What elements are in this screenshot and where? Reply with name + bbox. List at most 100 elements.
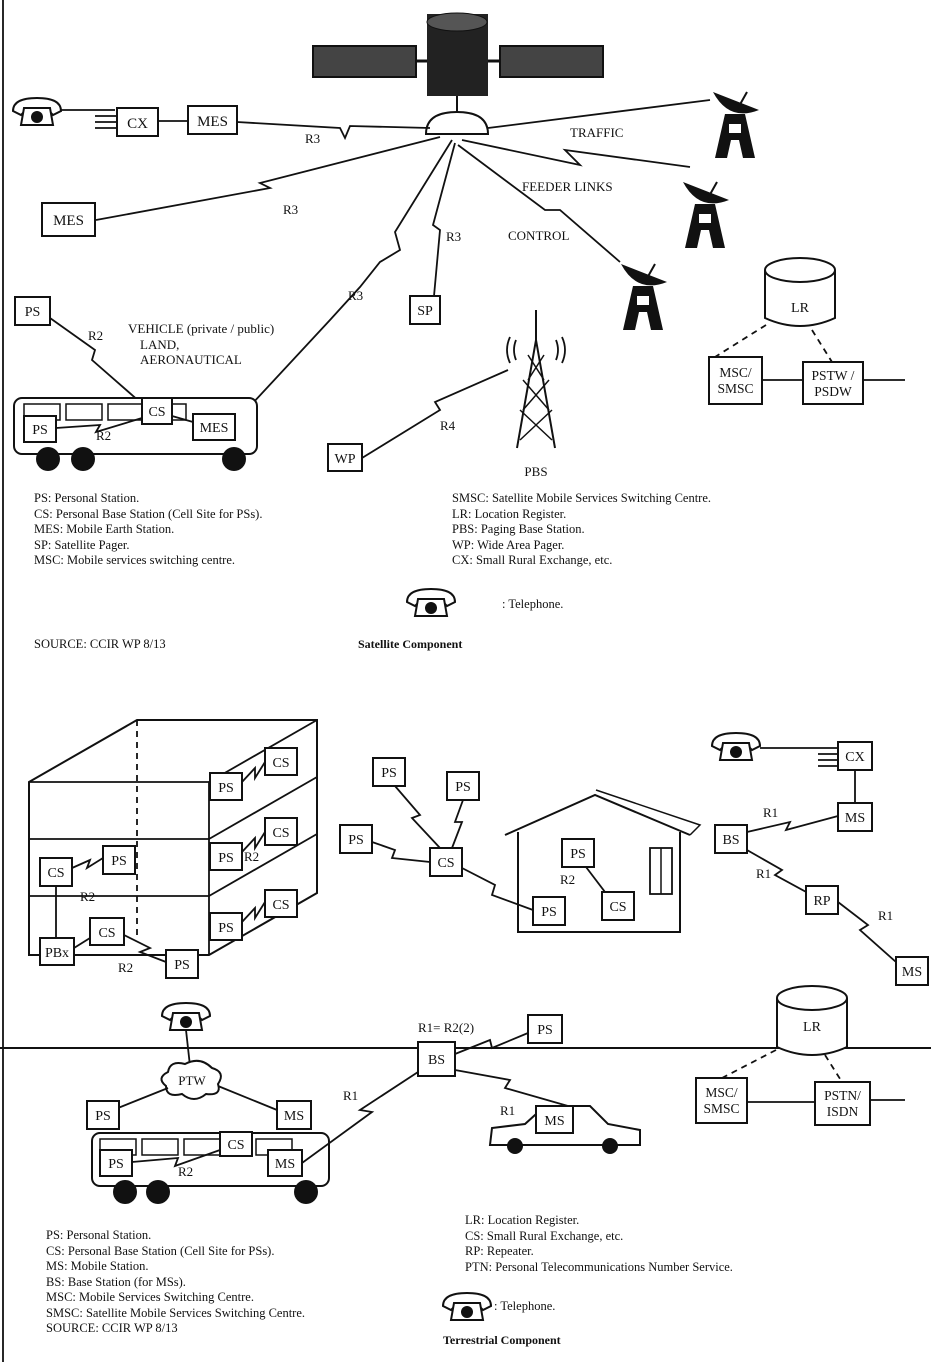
ps-label: PS: [570, 847, 586, 862]
cs-label: CS: [148, 405, 165, 420]
ps-box: [165, 949, 199, 979]
cs-box: [89, 917, 125, 946]
pstw-psdw-label: PSTW /PSDW: [812, 368, 855, 399]
legend-item: RP: Repeater.: [465, 1244, 534, 1258]
legend-item: CX: Small Rural Exchange, etc.: [452, 553, 613, 567]
satellite-legend-right: SMSC: Satellite Mobile Services Switchin…: [452, 491, 711, 569]
lr-label: LR: [791, 301, 810, 316]
mes-box: [187, 105, 238, 135]
bs-label: BS: [722, 833, 739, 848]
cs-box: [264, 747, 298, 776]
cs-box: [39, 857, 73, 887]
r1-r2-label: R1= R2(2): [418, 1020, 474, 1035]
telephone-icon: [406, 588, 456, 617]
telephone-legend: : Telephone.: [494, 1299, 556, 1313]
legend-item: SMSC: Satellite Mobile Services Switchin…: [46, 1305, 306, 1320]
cx-box: [837, 741, 873, 771]
ms-label: MS: [284, 1109, 304, 1124]
pbx-label: PBx: [45, 946, 69, 961]
ms-box: [276, 1100, 312, 1130]
ps-label: PS: [95, 1109, 111, 1124]
cx-label: CX: [845, 750, 864, 765]
sp-label: SP: [417, 304, 433, 319]
r2-label: R2: [178, 1164, 193, 1179]
satellite-legend-left: PS: Personal Station. CS: Personal Base …: [34, 491, 262, 569]
legend-item: MES: Mobile Earth Station.: [34, 522, 175, 536]
cs-box: [141, 397, 173, 425]
ms-label: MS: [275, 1157, 295, 1172]
earth-station-icon: [620, 263, 668, 331]
earth-station-icon: [712, 91, 760, 159]
ps-box: [532, 896, 566, 926]
pstw-psdw-box: [802, 361, 864, 405]
r4-label: R4: [440, 418, 456, 433]
legend-item: PS: Personal Station.: [46, 1228, 152, 1242]
control-label: CONTROL: [508, 228, 569, 243]
ps-box: [102, 845, 136, 875]
ps-label: PS: [111, 854, 127, 869]
r3-label: R3: [446, 229, 461, 244]
mes-label: MES: [53, 213, 84, 229]
mes-label: MES: [200, 421, 229, 436]
msc-smsc-label: MSC/SMSC: [717, 365, 753, 396]
ps-label: PS: [218, 921, 234, 936]
ms-box: [895, 956, 929, 986]
telephone-icon: [442, 1292, 492, 1321]
legend-item: CS: Personal Base Station (Cell Site for…: [34, 506, 263, 521]
bs-box: [417, 1041, 456, 1077]
ms-box: [837, 802, 873, 832]
r2-label: R2: [88, 328, 103, 343]
legend-item: CS: Small Rural Exchange, etc.: [465, 1228, 624, 1243]
legend-item: CS: Personal Base Station (Cell Site for…: [46, 1243, 275, 1258]
legend-item: MS: Mobile Station.: [46, 1259, 149, 1273]
ps-box: [209, 842, 243, 871]
cs-label: CS: [272, 898, 289, 913]
rp-label: RP: [813, 894, 830, 909]
cs-label: CS: [272, 756, 289, 771]
legend-item: MSC: Mobile services switching centre.: [34, 553, 236, 567]
ps-box: [561, 838, 595, 868]
ps-box: [86, 1100, 120, 1130]
feeder-links-label: FEEDER LINKS: [522, 179, 613, 194]
terrestrial-legend-left: PS: Personal Station. CS: Personal Base …: [46, 1228, 305, 1337]
cs-label: CS: [437, 856, 454, 871]
r3-label: R3: [283, 202, 298, 217]
r2-label: R2: [80, 889, 95, 904]
lr-label: LR: [803, 1020, 822, 1035]
legend-item: LR: Location Register.: [452, 506, 567, 521]
r2-label: R2: [118, 960, 133, 975]
source-label: SOURCE: CCIR WP 8/13: [34, 637, 166, 651]
cs-label: CS: [272, 826, 289, 841]
ms-box: [267, 1149, 303, 1177]
ps-label: PS: [455, 780, 471, 795]
cs-label: CS: [98, 926, 115, 941]
legend-item: SMSC: Satellite Mobile Services Switchin…: [452, 491, 712, 505]
bs-label: BS: [428, 1053, 445, 1068]
ms-box: [535, 1105, 574, 1134]
pbx-box: [39, 937, 75, 966]
ps-box: [14, 296, 51, 326]
pstn-isdn-label: PSTN/ISDN: [824, 1088, 861, 1119]
legend-item: PTN: Personal Telecommunications Number …: [465, 1259, 733, 1274]
legend-item: MSC: Mobile Services Switching Centre.: [46, 1290, 254, 1304]
ps-box: [339, 824, 373, 854]
cs-label: CS: [609, 900, 626, 915]
mes-box: [41, 202, 96, 237]
rp-box: [805, 885, 839, 915]
ms-label: MS: [902, 965, 922, 980]
satellite: [312, 12, 604, 135]
pbs-tower-icon: [506, 310, 566, 449]
ps-label: PS: [108, 1157, 124, 1172]
r2-label: R2: [244, 849, 259, 864]
pstn-isdn-box: [814, 1081, 871, 1126]
ps-label: PS: [381, 766, 397, 781]
legend-item: WP: Wide Area Pager.: [452, 537, 565, 552]
ps-box: [209, 912, 243, 941]
r3-label: R3: [348, 288, 363, 303]
satellite-links: [95, 99, 711, 405]
cs-box: [429, 847, 463, 877]
pbs-label: PBS: [524, 464, 547, 479]
r1-label: R1: [343, 1088, 358, 1103]
ps-label: PS: [174, 958, 190, 973]
